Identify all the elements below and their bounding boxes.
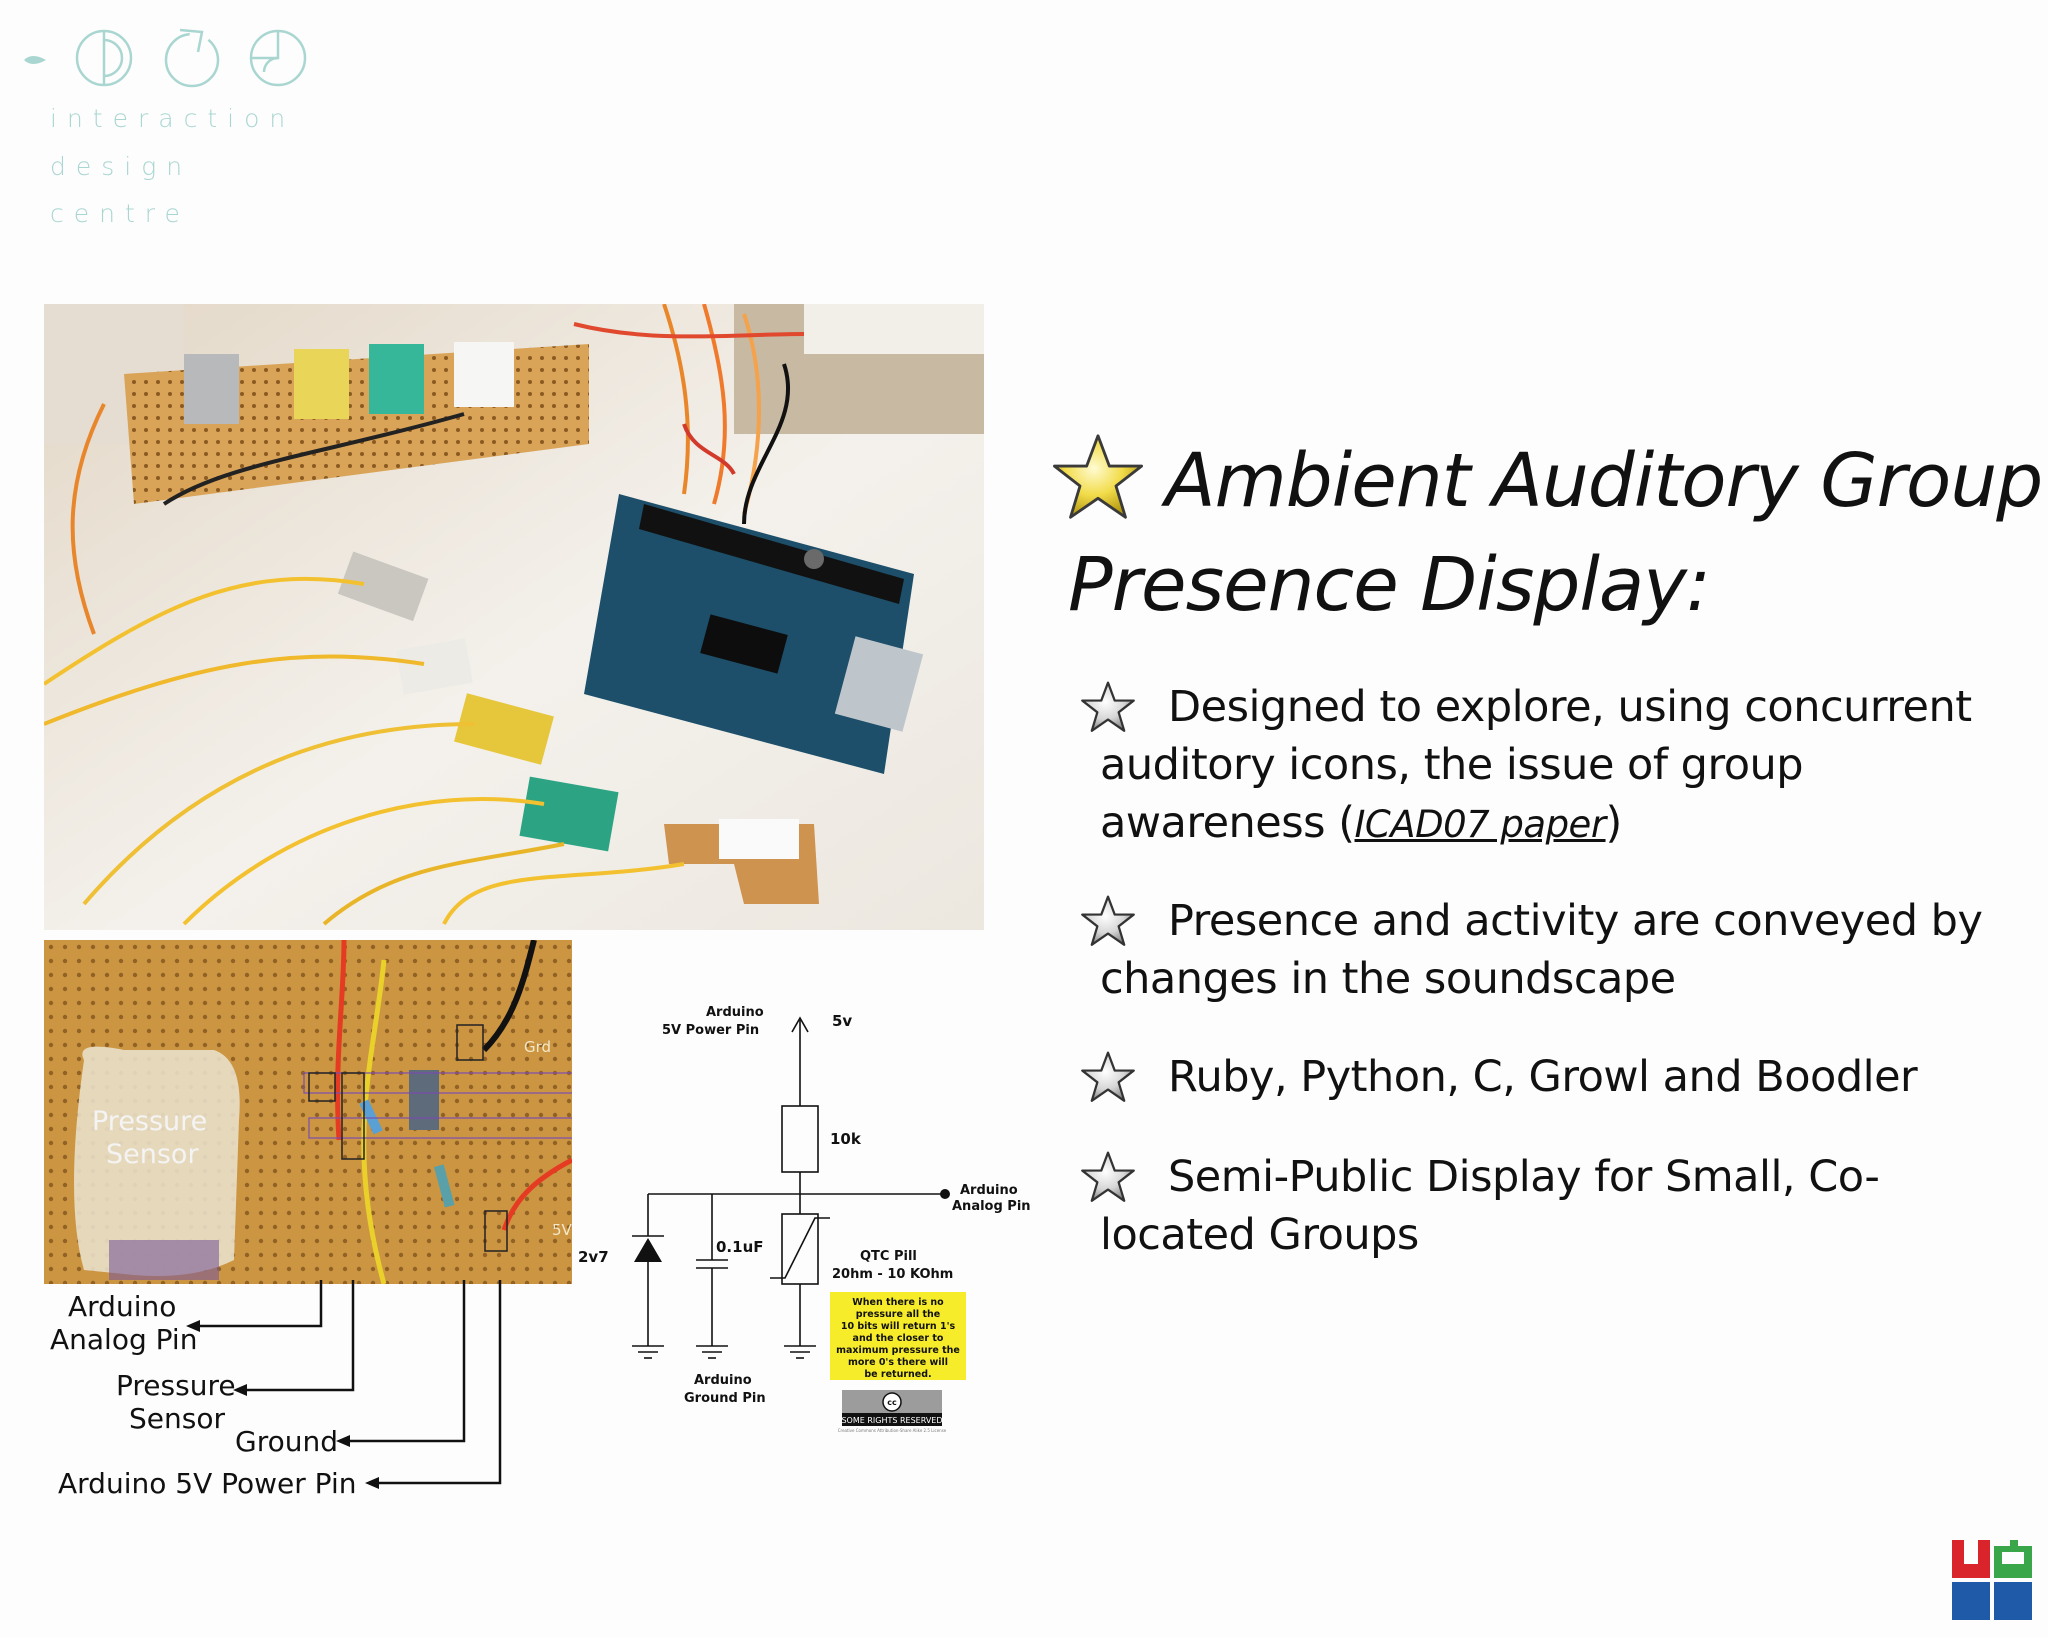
- callout-arrows: [186, 1280, 502, 1489]
- bullet-2-line-1: Presence and activity are conveyed by: [1168, 896, 1983, 946]
- bullet-1-close-paren: ): [1605, 798, 1623, 848]
- logo-word-interaction: interaction: [50, 104, 296, 133]
- ground-pin-line-2: Ground Pin: [684, 1391, 766, 1406]
- callout-pressure-line-1: Pressure: [116, 1369, 236, 1402]
- note-line: and the closer to: [853, 1333, 944, 1344]
- logo-word-centre: centre: [50, 199, 190, 228]
- title-line-2: Presence Display:: [1068, 542, 1711, 628]
- cc-license-text: Creative Commons Attribution-Share Alike…: [838, 1428, 947, 1433]
- bullet-3: Ruby, Python, C, Growl and Boodler: [1100, 1048, 2000, 1106]
- bullet-star-icon: [1081, 1151, 1135, 1202]
- resistor-label: 10k: [830, 1130, 862, 1148]
- note-box: [830, 1292, 966, 1380]
- power-pin-line-2: 5V Power Pin: [662, 1023, 759, 1038]
- sensor-label-line-2: Sensor: [106, 1139, 199, 1170]
- callout-ground: Ground: [235, 1425, 338, 1458]
- note-line: 10 bits will return 1's: [841, 1321, 956, 1332]
- bullet-star-icon: [1081, 895, 1135, 946]
- sensor-label-line-1: Pressure: [92, 1106, 207, 1137]
- logo-word-design: design: [50, 152, 193, 181]
- bullet-4-line-1: Semi-Public Display for Small, Co-: [1168, 1152, 1880, 1202]
- callout-analog-line-2: Analog Pin: [50, 1323, 198, 1356]
- qtc-label-line-2: 20hm - 10 KOhm: [832, 1267, 953, 1282]
- cc-icon: [882, 1392, 902, 1412]
- note-line: be returned.: [864, 1369, 931, 1380]
- cap-label: 0.1uF: [716, 1238, 764, 1256]
- power-pin-line-1: Arduino: [706, 1005, 764, 1020]
- analog-pin-line-2: Analog Pin: [952, 1199, 1031, 1214]
- cc-mark: cc: [887, 1398, 897, 1407]
- analog-pin-line-1: Arduino: [960, 1183, 1018, 1198]
- title-star-icon: [1053, 434, 1143, 519]
- cc-badge-text: SOME RIGHTS RESERVED: [841, 1416, 942, 1425]
- fivev-label: 5v: [832, 1012, 852, 1030]
- grd-label: Grd: [524, 1038, 551, 1056]
- bullet-2: Presence and activity are conveyed by ch…: [1100, 892, 2000, 1008]
- bullet-4: Semi-Public Display for Small, Co- locat…: [1100, 1148, 2000, 1264]
- university-logo-icon: [1952, 1540, 2032, 1620]
- bullet-star-icon: [1081, 1051, 1135, 1102]
- note-line: maximum pressure the: [836, 1345, 960, 1356]
- callout-pressure-line-2: Sensor: [129, 1402, 225, 1435]
- qtc-label-line-1: QTC Pill: [860, 1249, 917, 1264]
- bullet-4-line-2: located Groups: [1100, 1210, 1419, 1260]
- pcb-closeup-photo: Pressure Sensor Grd 5V: [44, 940, 572, 1284]
- zener-label: 2v7: [578, 1248, 609, 1266]
- note-line: pressure all the: [856, 1309, 940, 1320]
- bullet-1: Designed to explore, using concurrent au…: [1100, 678, 2000, 854]
- note-line: more 0's there will: [848, 1357, 948, 1368]
- bullet-3-line-1: Ruby, Python, C, Growl and Boodler: [1168, 1052, 1918, 1102]
- callout-analog-line-1: Arduino: [68, 1290, 177, 1323]
- bullet-1-line-2: auditory icons, the issue of group: [1100, 740, 1804, 790]
- ground-pin-line-1: Arduino: [694, 1373, 752, 1388]
- callout-power: Arduino 5V Power Pin: [58, 1467, 357, 1500]
- title-line-1: Ambient Auditory Group: [1165, 438, 2043, 524]
- circuit-schematic: Arduino 5V Power Pin 5v 10k Arduino Anal…: [578, 1005, 1031, 1433]
- bullet-1-line-3: awareness (: [1100, 798, 1355, 848]
- bullet-2-line-2: changes in the soundscape: [1100, 954, 1676, 1004]
- logo-mark-icon: [24, 28, 307, 88]
- note-line: When there is no: [852, 1297, 944, 1308]
- fivev-pcb-label: 5V: [552, 1221, 572, 1239]
- bullet-star-icon: [1081, 681, 1135, 732]
- arduino-photo: [44, 304, 984, 930]
- bullet-1-line-1: Designed to explore, using concurrent: [1168, 682, 1972, 732]
- icad07-paper-link[interactable]: ICAD07 paper: [1354, 803, 1607, 846]
